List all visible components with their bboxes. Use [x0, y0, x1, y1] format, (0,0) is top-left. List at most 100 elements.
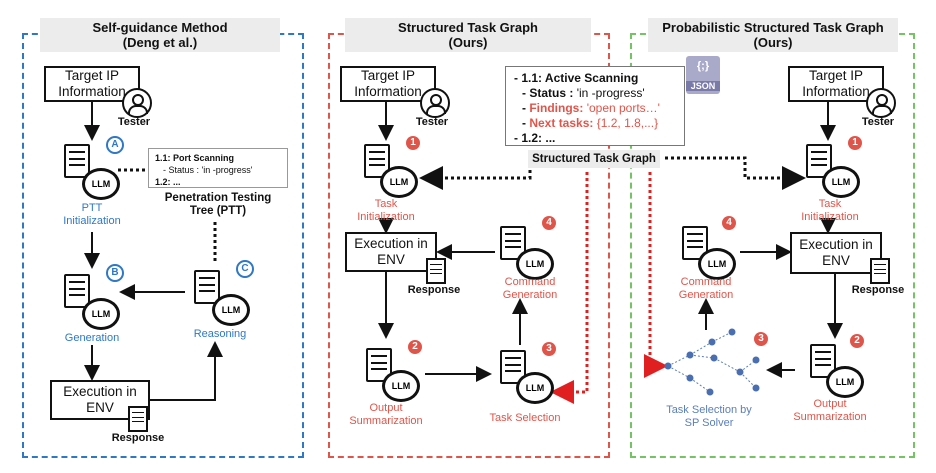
step-badge-middle-2-text: 2 — [412, 341, 418, 352]
sp-solver-nodes — [664, 328, 760, 396]
step-badge-c: C — [236, 260, 254, 278]
target-ip-text-middle: Target IP Information — [354, 68, 422, 99]
generation-label: Generation — [64, 332, 120, 344]
llm-label-out-sum-right: LLM — [835, 377, 855, 387]
step-badge-right-1-text: 1 — [852, 137, 858, 148]
document-icon-cmd-gen-right — [682, 226, 708, 260]
step-badge-middle-3: 3 — [542, 342, 556, 356]
exec-env-text-right: Execution in ENV — [799, 237, 873, 268]
exec-env-text-left: Execution in ENV — [63, 384, 137, 415]
ptt-line-3: 1.2: ... — [155, 177, 181, 187]
panel-title-left-main: Self-guidance Method — [92, 20, 228, 35]
step-badge-right-3-text: 3 — [758, 333, 764, 344]
panel-title-right-sub: (Ours) — [753, 35, 793, 50]
step-badge-middle-3-text: 3 — [546, 343, 552, 354]
out-sum-label-right: Output Summarization — [793, 398, 867, 423]
reasoning-label: Reasoning — [193, 328, 247, 340]
llm-robot-icon-out-sum-middle: LLM — [382, 370, 420, 402]
stg-content-box: - 1.1: Active Scanning - Status : 'in -p… — [505, 66, 685, 146]
ptt-line-1: 1.1: Port Scanning — [155, 153, 235, 163]
panel-title-left: Self-guidance Method (Deng et al.) — [40, 18, 280, 52]
step-badge-c-text: C — [241, 263, 249, 274]
json-label: JSON — [686, 81, 720, 91]
tester-avatar-icon-right — [866, 88, 896, 118]
document-icon-response-right — [870, 258, 890, 284]
step-badge-middle-4-text: 4 — [546, 217, 552, 228]
llm-label-cmd-gen-middle: LLM — [525, 259, 545, 269]
step-badge-b-text: B — [111, 267, 119, 278]
panel-title-left-sub: (Deng et al.) — [122, 35, 198, 50]
tester-avatar-icon-left — [122, 88, 152, 118]
target-ip-text-left: Target IP Information — [58, 68, 126, 99]
task-init-label-middle: Task Initialization — [357, 198, 415, 223]
arrow-exec-to-reasoning — [150, 341, 223, 401]
llm-robot-icon-task-init-right: LLM — [822, 166, 860, 198]
llm-robot-icon-cmd-gen-middle: LLM — [516, 248, 554, 280]
stg-caption: Structured Task Graph — [528, 150, 660, 168]
tester-label-middle: Tester — [415, 116, 449, 128]
step-badge-middle-1: 1 — [406, 136, 420, 150]
llm-robot-icon-reasoning: LLM — [212, 294, 250, 326]
panel-title-right: Probabilistic Structured Task Graph (Our… — [648, 18, 898, 52]
llm-robot-icon-generation: LLM — [82, 298, 120, 330]
step-badge-middle-4: 4 — [542, 216, 556, 230]
llm-label-ptt: LLM — [91, 179, 111, 189]
exec-env-box-left: Execution in ENV — [50, 380, 150, 420]
ptt-init-label: PTT Initialization — [63, 202, 121, 227]
exec-env-box-middle: Execution in ENV — [345, 232, 437, 272]
target-ip-text-right: Target IP Information — [802, 68, 870, 99]
arrow-right-stg-to-init — [665, 156, 806, 190]
arrow-right-stg-to-sel — [644, 172, 668, 378]
response-label-right: Response — [851, 284, 905, 296]
step-badge-right-4: 4 — [722, 216, 736, 230]
document-icon-reasoning — [194, 270, 220, 304]
tester-avatar-icon-middle — [420, 88, 450, 118]
llm-robot-icon-ptt: LLM — [82, 168, 120, 200]
exec-env-text-middle: Execution in ENV — [354, 236, 428, 267]
exec-env-box-right: Execution in ENV — [790, 232, 882, 274]
tester-label-right: Tester — [861, 116, 895, 128]
stg-line-next: - Next tasks: {1.2, 1.8,...} — [522, 116, 659, 130]
step-badge-right-3: 3 — [754, 332, 768, 346]
step-badge-right-2-text: 2 — [854, 335, 860, 346]
arrow-mid-stg-to-sel — [550, 172, 589, 404]
llm-label-task-sel-middle: LLM — [525, 383, 545, 393]
step-badge-right-4-text: 4 — [726, 217, 732, 228]
response-label-left: Response — [111, 432, 165, 444]
arrow-mid-stg-to-init — [419, 158, 532, 190]
panel-title-right-main: Probabilistic Structured Task Graph — [662, 20, 884, 35]
ptt-caption: Penetration Testing Tree (PTT) — [164, 192, 272, 217]
step-badge-right-2: 2 — [850, 334, 864, 348]
target-ip-box-middle: Target IP Information — [340, 66, 436, 102]
ptt-line-2: - Status : 'in -progress' — [163, 165, 253, 175]
task-init-label-right: Task Initialization — [801, 198, 859, 223]
cmd-gen-label-right: Command Generation — [678, 276, 734, 301]
panel-title-middle: Structured Task Graph (Ours) — [345, 18, 591, 52]
llm-robot-icon-cmd-gen-right: LLM — [698, 248, 736, 280]
ptt-note-box: 1.1: Port Scanning - Status : 'in -progr… — [148, 148, 288, 188]
llm-label-reasoning: LLM — [221, 305, 241, 315]
document-icon-response-left — [128, 406, 148, 432]
document-icon-generation — [64, 274, 90, 308]
response-label-middle: Response — [407, 284, 461, 296]
step-badge-middle-1-text: 1 — [410, 137, 416, 148]
stg-caption-text: Structured Task Graph — [532, 153, 656, 165]
llm-robot-icon-task-init-middle: LLM — [380, 166, 418, 198]
llm-robot-icon-task-sel-middle: LLM — [516, 372, 554, 404]
step-badge-right-1: 1 — [848, 136, 862, 150]
task-sel-label-right: Task Selection by SP Solver — [666, 404, 752, 429]
panel-title-middle-sub: (Ours) — [448, 35, 488, 50]
target-ip-box-left: Target IP Information — [44, 66, 140, 102]
panel-title-middle-main: Structured Task Graph — [398, 20, 538, 35]
llm-robot-icon-out-sum-right: LLM — [826, 366, 864, 398]
task-sel-label-middle: Task Selection — [489, 412, 561, 424]
step-badge-a: A — [106, 136, 124, 154]
json-file-icon: {;} JSON — [686, 56, 720, 94]
cmd-gen-label-middle: Command Generation — [502, 276, 558, 301]
step-badge-middle-2: 2 — [408, 340, 422, 354]
llm-label-generation: LLM — [91, 309, 111, 319]
stg-line-status: - Status : 'in -progress' — [522, 86, 645, 100]
document-icon-response-middle — [426, 258, 446, 284]
document-icon-ptt — [64, 144, 90, 178]
